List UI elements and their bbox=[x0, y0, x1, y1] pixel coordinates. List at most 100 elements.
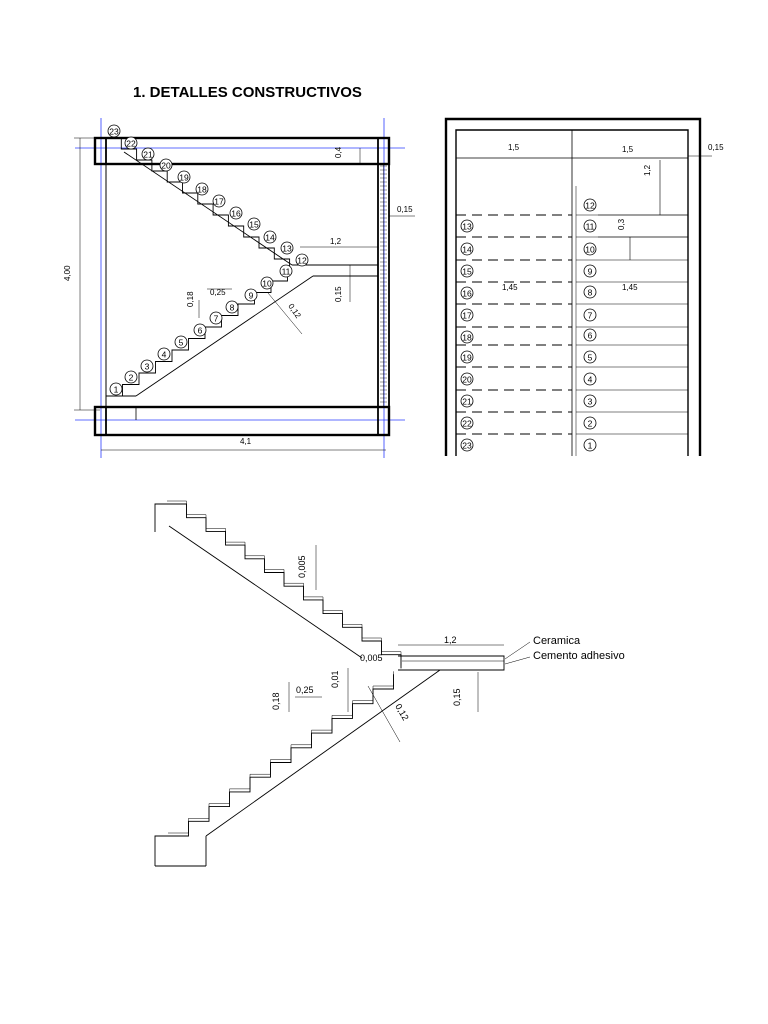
section-step-13: 13 bbox=[280, 241, 294, 255]
svg-text:2: 2 bbox=[588, 419, 593, 429]
page-title: 1. DETALLES CONSTRUCTIVOS bbox=[133, 84, 362, 101]
svg-text:11: 11 bbox=[282, 267, 291, 277]
dim-detail-riser: 0,18 bbox=[271, 692, 281, 710]
dim-detail-landing: 1,2 bbox=[444, 635, 457, 645]
plan-step-6: 6 bbox=[583, 328, 597, 342]
plan-step-13: 13 bbox=[460, 219, 474, 233]
dim-detail-tread: 0,25 bbox=[296, 685, 314, 695]
section-step-7: 7 bbox=[209, 311, 223, 325]
svg-text:23: 23 bbox=[109, 127, 119, 137]
section-step-14: 14 bbox=[263, 230, 277, 244]
dim-plan-landing: 1,2 bbox=[643, 164, 652, 176]
svg-text:6: 6 bbox=[588, 331, 593, 341]
plan-step-10: 10 bbox=[583, 242, 597, 256]
plan-step-2: 2 bbox=[583, 416, 597, 430]
svg-text:3: 3 bbox=[145, 362, 150, 372]
svg-text:14: 14 bbox=[462, 245, 472, 255]
dim-landing-slab: 0,15 bbox=[334, 286, 343, 302]
section-step-12: 12 bbox=[295, 253, 309, 267]
svg-text:12: 12 bbox=[297, 256, 307, 266]
dim-wall-thickness: 0,15 bbox=[397, 205, 413, 214]
svg-text:15: 15 bbox=[462, 267, 472, 277]
section-step-4: 4 bbox=[157, 347, 171, 361]
plan-step-23: 23 bbox=[460, 438, 474, 452]
section-step-2: 2 bbox=[124, 370, 138, 384]
section-step-11: 11 bbox=[279, 264, 293, 278]
svg-text:17: 17 bbox=[462, 311, 472, 321]
svg-text:19: 19 bbox=[462, 353, 472, 363]
dim-detail-waist: 0,12 bbox=[393, 702, 410, 722]
dim-plan-wall: 0,15 bbox=[708, 143, 724, 152]
plan-step-20: 20 bbox=[460, 372, 474, 386]
section-step-18: 18 bbox=[195, 182, 209, 196]
svg-text:1: 1 bbox=[114, 385, 119, 395]
dim-tread: 0,25 bbox=[210, 288, 226, 297]
section-step-19: 19 bbox=[177, 170, 191, 184]
svg-text:5: 5 bbox=[179, 338, 184, 348]
svg-text:20: 20 bbox=[462, 375, 472, 385]
svg-text:1: 1 bbox=[588, 441, 593, 451]
svg-text:9: 9 bbox=[249, 291, 254, 301]
section-step-3: 3 bbox=[140, 359, 154, 373]
svg-text:5: 5 bbox=[588, 353, 593, 363]
legend-cemento-adhesivo: Cemento adhesivo bbox=[533, 650, 625, 662]
plan-step-4: 4 bbox=[583, 372, 597, 386]
dim-detail-finish-upper: 0,005 bbox=[297, 555, 307, 578]
plan-step-11: 11 bbox=[583, 219, 597, 233]
section-step-9: 9 bbox=[244, 288, 258, 302]
svg-text:19: 19 bbox=[179, 173, 189, 183]
dim-total-width: 4,1 bbox=[240, 437, 252, 446]
plan-step-18: 18 bbox=[460, 330, 474, 344]
section-step-10: 10 bbox=[260, 276, 274, 290]
svg-text:4: 4 bbox=[162, 350, 167, 360]
svg-text:17: 17 bbox=[214, 197, 224, 207]
section-step-16: 16 bbox=[229, 206, 243, 220]
dim-length-left: 1,45 bbox=[502, 283, 518, 292]
section-step-6: 6 bbox=[193, 323, 207, 337]
svg-text:10: 10 bbox=[262, 279, 272, 289]
plan-step-7: 7 bbox=[583, 308, 597, 322]
dim-plan-step: 0,3 bbox=[617, 218, 626, 230]
dim-detail-landing-slab: 0,15 bbox=[452, 688, 462, 706]
plan-step-1: 1 bbox=[583, 438, 597, 452]
section-step-23: 23 bbox=[107, 124, 121, 138]
svg-text:12: 12 bbox=[585, 201, 595, 211]
svg-text:20: 20 bbox=[161, 161, 171, 171]
plan-step-22: 22 bbox=[460, 416, 474, 430]
section-step-20: 20 bbox=[159, 158, 173, 172]
svg-text:21: 21 bbox=[462, 397, 472, 407]
svg-text:11: 11 bbox=[586, 222, 595, 232]
dim-flight-width-left: 1,5 bbox=[508, 143, 520, 152]
dim-riser: 0,18 bbox=[186, 291, 195, 307]
svg-text:2: 2 bbox=[129, 373, 134, 383]
stair-detail-drawing: 0,005 0,005 1,2 0,25 0,18 0,01 0,15 0,12… bbox=[154, 500, 625, 867]
svg-text:7: 7 bbox=[588, 311, 593, 321]
section-step-15: 15 bbox=[247, 217, 261, 231]
svg-text:18: 18 bbox=[462, 333, 472, 343]
dim-total-height: 4,00 bbox=[63, 265, 72, 281]
dim-detail-finish-lower: 0,01 bbox=[330, 670, 340, 688]
section-step-8: 8 bbox=[225, 300, 239, 314]
svg-text:3: 3 bbox=[588, 397, 593, 407]
dim-flight-width-right: 1,5 bbox=[622, 145, 634, 154]
svg-text:14: 14 bbox=[265, 233, 275, 243]
plan-step-5: 5 bbox=[583, 350, 597, 364]
section-step-1: 1 bbox=[109, 382, 123, 396]
svg-text:8: 8 bbox=[588, 288, 593, 298]
dim-landing-length: 1,2 bbox=[330, 237, 342, 246]
dim-waist: 0,12 bbox=[286, 302, 303, 320]
legend-ceramica: Ceramica bbox=[533, 635, 581, 647]
svg-text:23: 23 bbox=[462, 441, 472, 451]
plan-step-9: 9 bbox=[583, 264, 597, 278]
svg-text:10: 10 bbox=[585, 245, 595, 255]
dim-length-right: 1,45 bbox=[622, 283, 638, 292]
svg-text:16: 16 bbox=[231, 209, 241, 219]
plan-step-14: 14 bbox=[460, 242, 474, 256]
svg-text:16: 16 bbox=[462, 289, 472, 299]
plan-step-21: 21 bbox=[460, 394, 474, 408]
plan-step-16: 16 bbox=[460, 286, 474, 300]
svg-text:4: 4 bbox=[588, 375, 593, 385]
